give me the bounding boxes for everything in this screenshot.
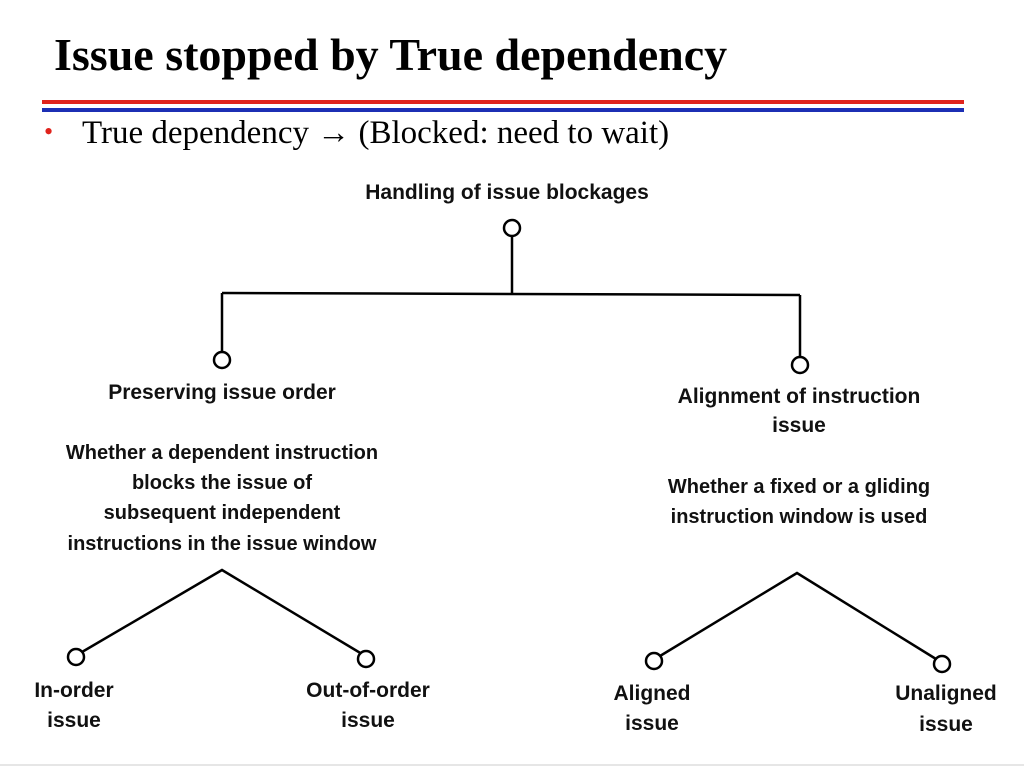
left-desc-line-4: instructions in the issue window	[68, 533, 377, 555]
left-child-1-line-2: issue	[47, 709, 101, 732]
right-node	[790, 355, 810, 375]
right-desc-line-2: instruction window is used	[671, 506, 928, 528]
right-label-line-1: Alignment of instruction	[678, 385, 921, 408]
left-desc-line-3: subsequent independent	[104, 502, 341, 524]
title-rule-red	[42, 100, 964, 104]
arrow-right-icon: →	[317, 115, 351, 151]
left-desc-line-2: blocks the issue of	[132, 472, 312, 494]
right-child-1-line-1: Aligned	[614, 682, 691, 705]
right-child-1-line-2: issue	[625, 712, 679, 735]
right-child-2-node	[932, 654, 952, 674]
bullet-tail: (Blocked: need to wait)	[358, 115, 670, 151]
title-rule-blue	[42, 108, 964, 112]
bullet-dot-icon: •	[44, 117, 54, 146]
bullet-text: True dependency	[82, 115, 309, 151]
left-fork	[81, 568, 363, 656]
left-label: Preserving issue order	[108, 381, 336, 404]
root-label: Handling of issue blockages	[365, 181, 649, 204]
right-child-2-line-2: issue	[919, 713, 973, 736]
right-label-line-2: issue	[772, 414, 826, 437]
root-node	[502, 218, 522, 238]
right-desc-line-1: Whether a fixed or a gliding	[668, 476, 930, 498]
left-child-2-line-1: Out-of-order	[306, 679, 430, 702]
left-child-1-line-1: In-order	[34, 679, 113, 702]
bullet-item: • True dependency → (Blocked: need to wai…	[44, 114, 669, 154]
right-fork	[659, 571, 937, 661]
left-child-2-line-2: issue	[341, 709, 395, 732]
bottom-rule	[0, 764, 1024, 766]
left-child-1-node	[66, 647, 86, 667]
branch-bar	[221, 291, 801, 297]
slide-title: Issue stopped by True dependency	[54, 29, 728, 80]
left-child-2-node	[356, 649, 376, 669]
right-child-2-line-1: Unaligned	[895, 682, 997, 705]
left-desc-line-1: Whether a dependent instruction	[66, 442, 378, 464]
right-child-1-node	[644, 651, 664, 671]
left-node	[212, 350, 232, 370]
